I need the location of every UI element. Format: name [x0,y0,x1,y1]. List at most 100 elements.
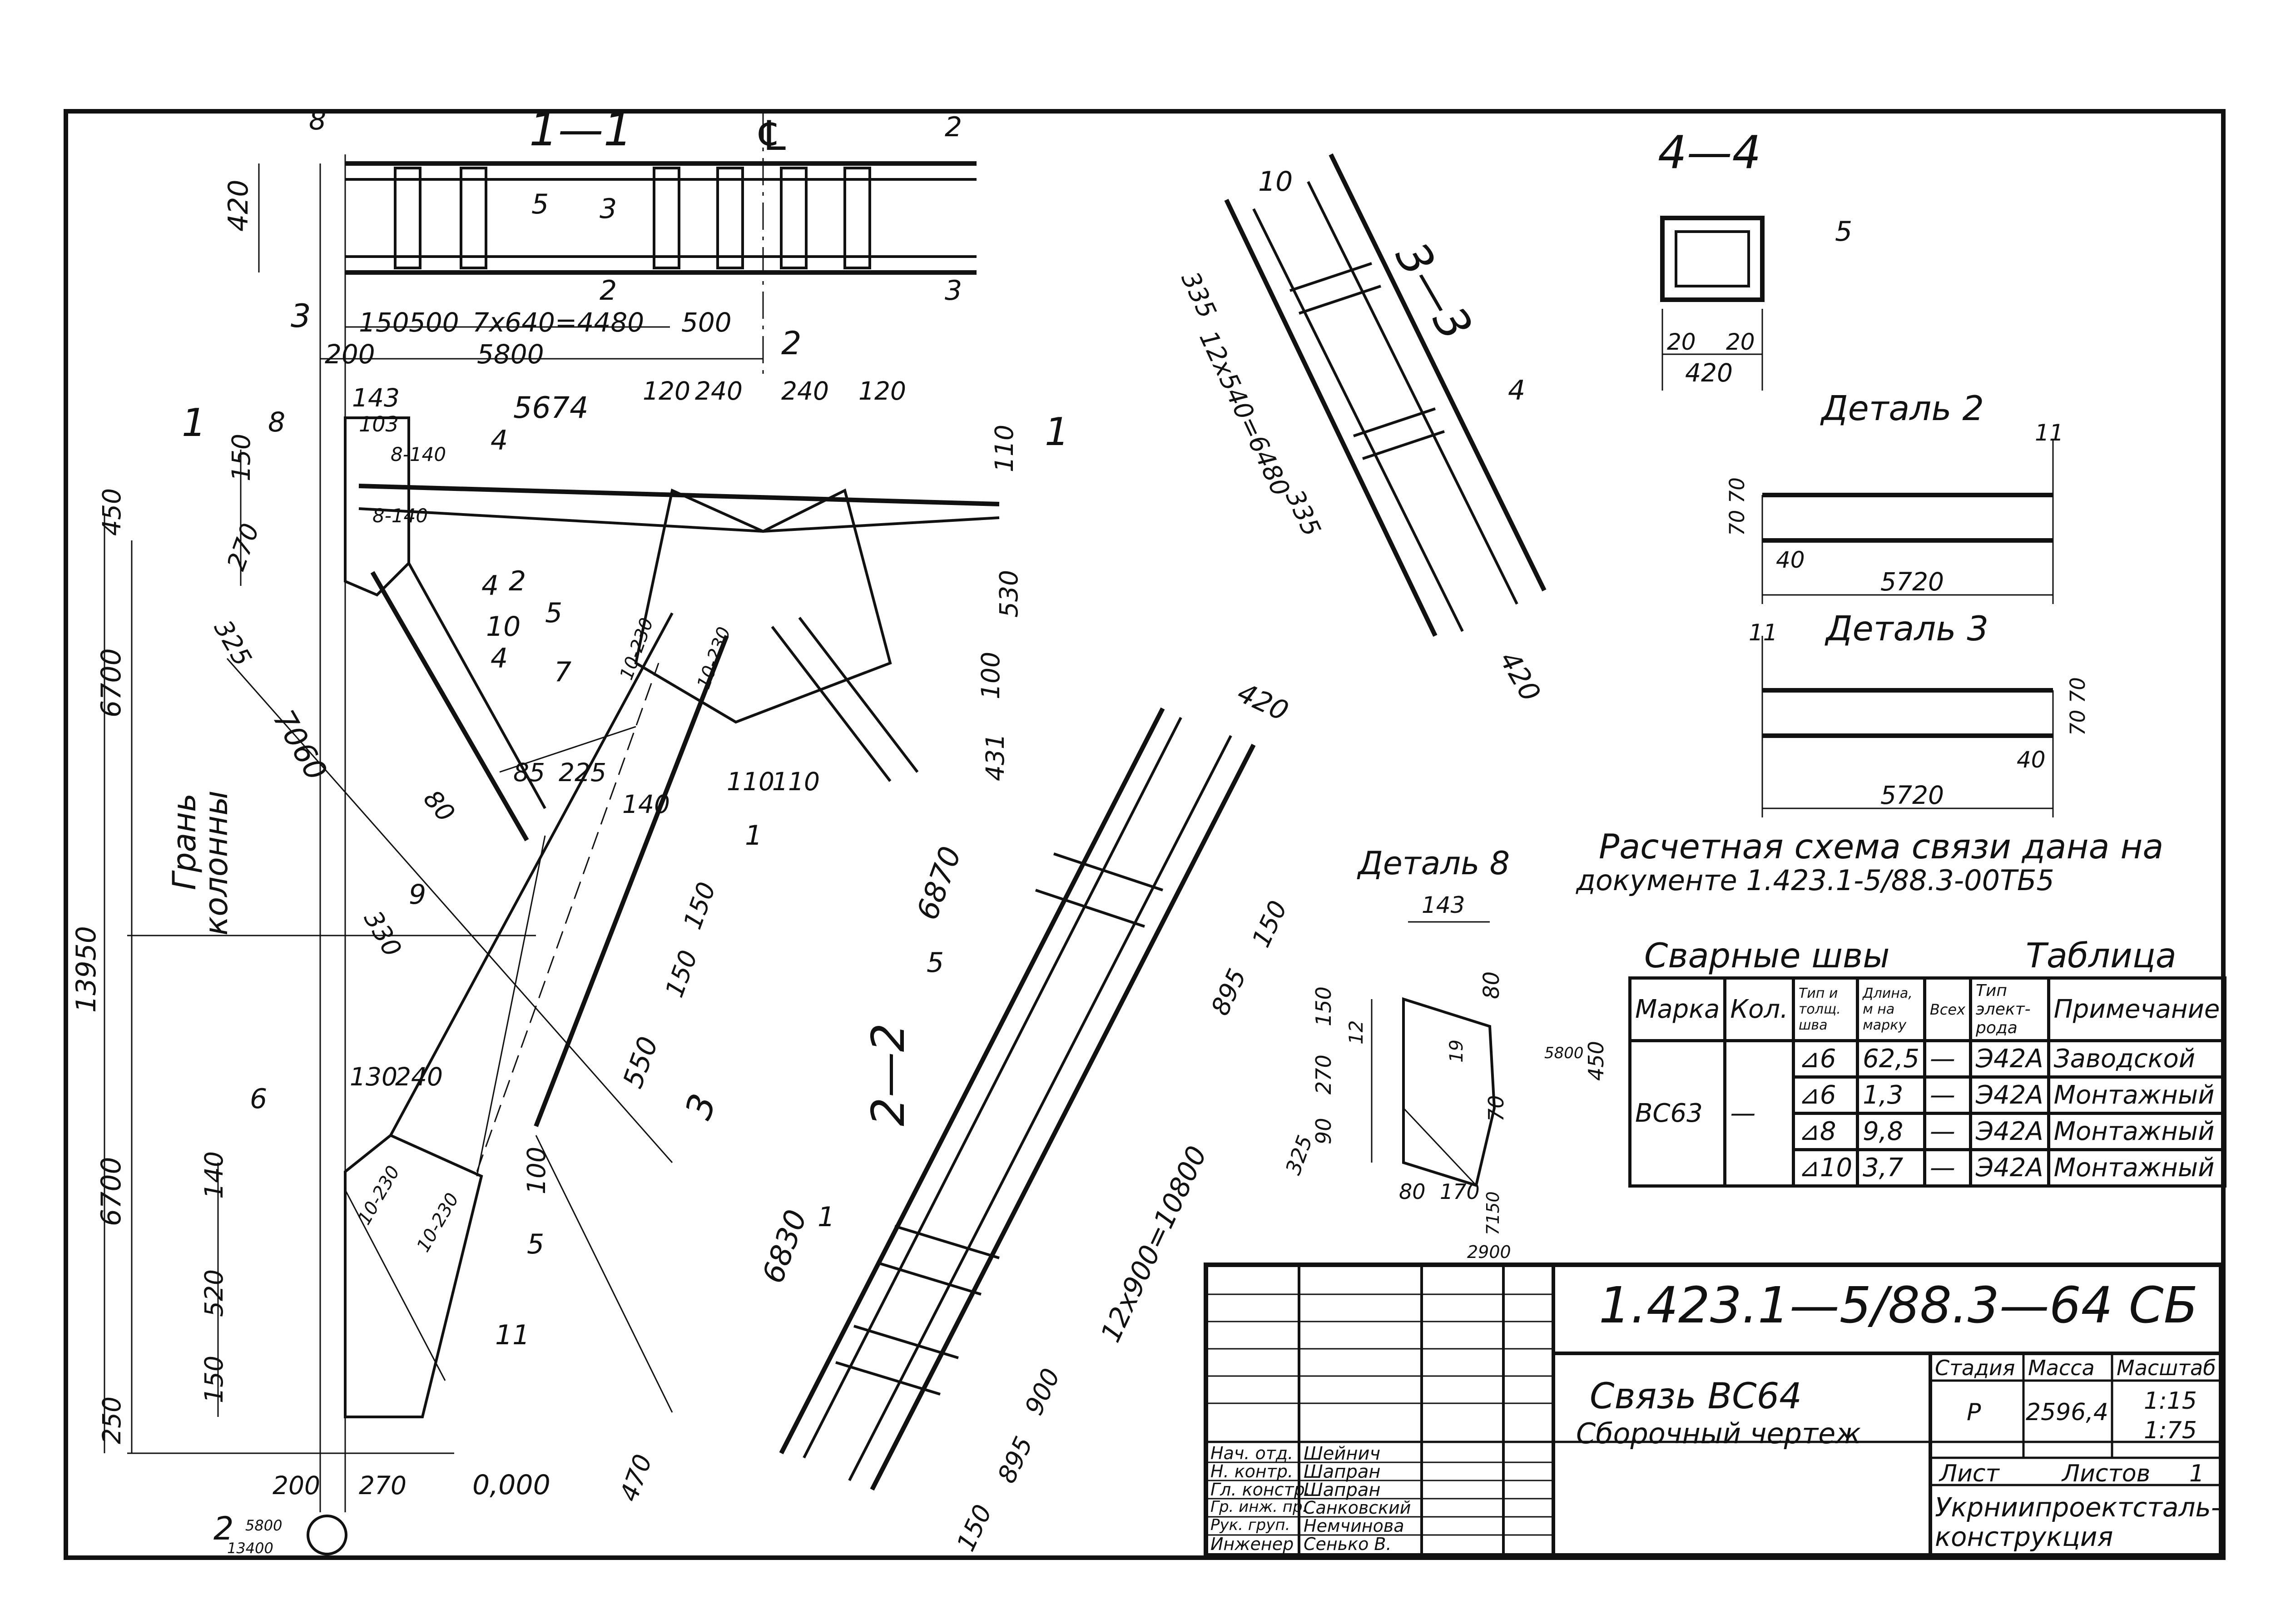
svg-text:120: 120 [643,376,690,406]
svg-text:4: 4 [1508,375,1525,406]
stage-value: Р [1967,1399,1981,1426]
drawing-title: Связь ВС64 [1590,1376,1802,1417]
svg-text:2: 2 [600,275,617,307]
svg-text:550: 550 [617,1033,664,1093]
drawing-subtitle: Сборочный чертеж [1576,1417,1861,1450]
svg-text:143: 143 [352,383,400,412]
svg-text:1: 1 [182,401,206,446]
svg-text:6: 6 [250,1083,267,1115]
svg-text:6870: 6870 [911,842,968,924]
svg-text:895: 895 [1205,964,1252,1020]
svg-text:10: 10 [486,611,521,643]
weld-table-title: Сварные швы [1644,936,1889,975]
column-face-label: Грань [166,793,203,890]
organization-line-2: конструкция [1935,1521,2113,1552]
dim-420: 420 [223,179,254,232]
svg-text:450: 450 [97,488,126,536]
section-4-4 [1660,216,1765,391]
svg-text:5: 5 [1835,216,1852,248]
svg-text:110: 110 [772,767,820,796]
svg-text:12: 12 [1345,1020,1367,1045]
svg-text:5: 5 [531,188,549,220]
document-code: 1.423.1—5/88.3—64 СБ [1599,1276,2198,1334]
svg-text:335: 335 [1280,485,1326,540]
svg-text:895: 895 [992,1432,1038,1487]
svg-text:20: 20 [1667,329,1696,355]
detail-2 [1761,441,2054,604]
svg-text:150: 150 [678,878,721,933]
table-row: ⊿8 9,8 — Э42А Монтажный [1630,1112,2227,1151]
svg-text:13400: 13400 [227,1540,273,1557]
svg-text:150: 150 [1246,896,1293,951]
section-3-3 [1224,153,1547,637]
svg-text:103: 103 [359,412,399,436]
svg-text:11: 11 [1749,619,1778,646]
svg-text:150: 150 [199,1356,228,1403]
title-block: 1.423.1—5/88.3—64 СБ Связь ВС64 Сборочны… [1204,1263,2223,1558]
svg-text:530: 530 [994,570,1023,618]
svg-text:500: 500 [681,307,732,338]
svg-text:10-230: 10-230 [354,1162,404,1228]
svg-text:325: 325 [1281,1132,1318,1178]
svg-text:12х900=10800: 12х900=10800 [1095,1141,1213,1347]
section-title-1-1: 1—1 [529,103,632,156]
detail-8 [1371,921,1496,1187]
svg-text:270: 270 [1311,1055,1336,1094]
svg-text:5800: 5800 [477,339,544,370]
svg-text:5: 5 [927,947,944,979]
svg-text:40: 40 [1776,547,1805,573]
svg-text:8: 8 [309,104,326,136]
svg-text:80: 80 [1479,971,1504,999]
svg-text:150: 150 [227,434,256,481]
qty-cell: — [1723,1039,1795,1188]
svg-text:270: 270 [221,520,265,574]
scale-1: 1:15 [2144,1387,2197,1415]
organization-line-1: Укрниипроектсталь- [1935,1492,2221,1523]
svg-text:6700: 6700 [95,648,127,718]
col-electrode: Тип элект-рода [1969,976,2050,1042]
svg-text:5720: 5720 [1880,781,1944,810]
note-line-1: Расчетная схема связи дана на [1599,827,2163,866]
svg-text:19: 19 [1446,1040,1467,1063]
svg-text:150: 150 [951,1500,997,1555]
scale-2: 1:75 [2144,1417,2197,1444]
svg-text:7х640=4480: 7х640=4480 [472,307,644,338]
svg-text:325: 325 [208,615,258,671]
svg-text:250: 250 [97,1396,126,1444]
svg-text:1: 1 [745,820,762,852]
svg-text:110: 110 [727,767,774,796]
svg-text:2: 2 [509,565,526,597]
col-type: Тип и толщ. шва [1791,976,1859,1042]
svg-text:8-140: 8-140 [391,443,446,465]
svg-text:40: 40 [2017,747,2046,773]
svg-text:колонны: колонны [198,791,235,936]
centerline-symbol: ℄ [754,112,791,160]
svg-text:11: 11 [495,1319,530,1351]
svg-text:7060: 7060 [266,704,333,787]
mass-value: 2596,4 [2026,1399,2108,1426]
table-row: ⊿10 3,7 — Э42А Монтажный [1630,1148,2227,1188]
svg-text:420: 420 [1493,646,1547,707]
detail-3 [1761,636,2054,817]
svg-text:80: 80 [1399,1179,1426,1204]
svg-text:120: 120 [858,376,906,406]
svg-text:11: 11 [2035,420,2064,446]
svg-text:200: 200 [273,1471,320,1500]
svg-text:900: 900 [1019,1364,1066,1419]
svg-text:130: 130 [350,1062,397,1091]
svg-text:1: 1 [1045,410,1069,455]
svg-text:4: 4 [491,425,508,456]
svg-text:3: 3 [677,1089,724,1125]
svg-text:450: 450 [1584,1041,1608,1081]
svg-text:110: 110 [990,425,1019,472]
svg-text:240: 240 [695,376,743,406]
detail-3-title: Деталь 3 [1825,609,1988,649]
detail-8-title: Деталь 8 [1357,845,1510,882]
main-elevation [104,416,1000,1555]
svg-text:10-230: 10-230 [413,1189,463,1256]
svg-text:470: 470 [614,1451,658,1505]
svg-text:6700: 6700 [95,1157,127,1226]
svg-text:70 70: 70 70 [2066,677,2090,736]
section-title-4-4: 4—4 [1658,126,1761,179]
